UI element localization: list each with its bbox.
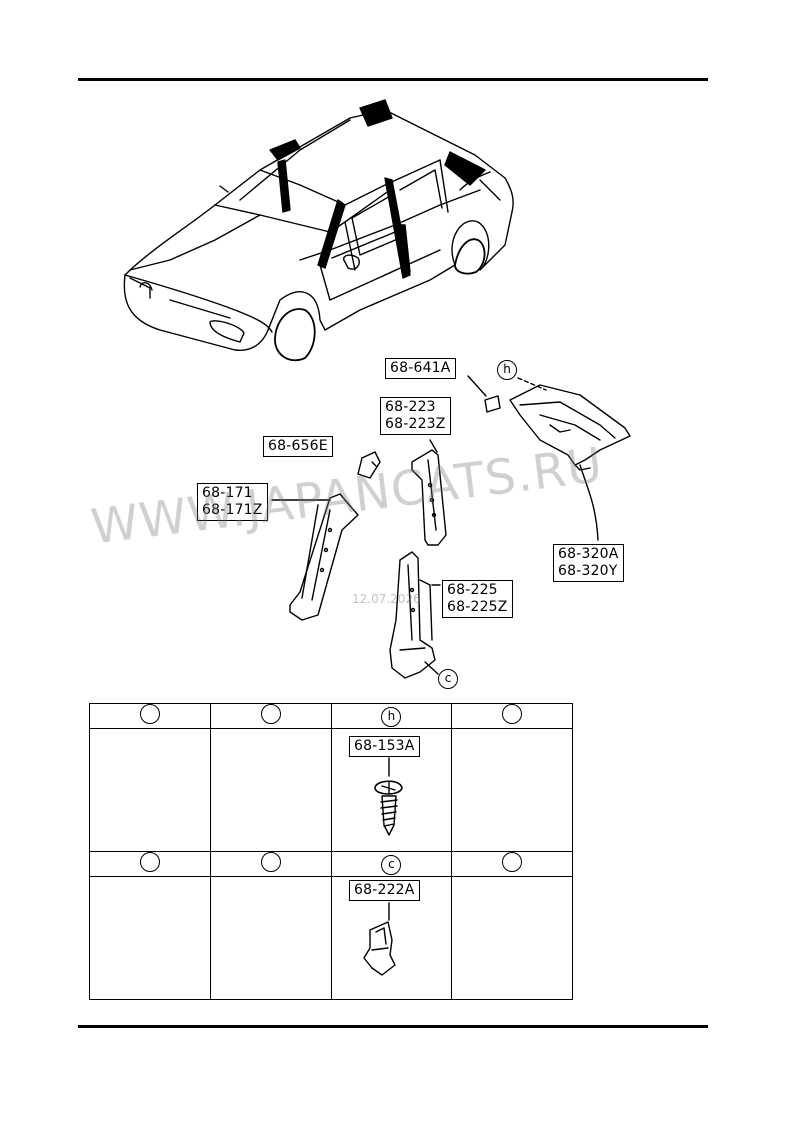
fastener-table: h c <box>89 703 573 1000</box>
table-header-cell <box>209 851 332 877</box>
table-header-cell <box>209 703 332 729</box>
table-cell <box>209 876 332 1000</box>
table-cell <box>451 876 573 1000</box>
table-cell <box>209 728 332 852</box>
car-illustration <box>123 109 514 362</box>
table-cell <box>89 876 211 1000</box>
table-header-cell <box>451 703 573 729</box>
table-header-cell <box>451 851 573 877</box>
label-68-656E: 68-656E <box>263 436 333 457</box>
label-68-153A: 68-153A <box>349 736 420 757</box>
table-cell <box>451 728 573 852</box>
highlighted-trim <box>269 99 486 279</box>
bottom-rule <box>78 1025 708 1028</box>
date-stamp: 12.07.2026 <box>352 592 421 606</box>
top-rule <box>78 78 708 81</box>
callout-h: h <box>497 360 517 380</box>
table-header-cell <box>89 851 211 877</box>
table-cell <box>89 728 211 852</box>
table-header-cell: h <box>330 703 453 729</box>
label-68-641A: 68-641A <box>385 358 456 379</box>
table-header-cell <box>89 703 211 729</box>
label-68-222A: 68-222A <box>349 880 420 901</box>
callout-c: c <box>438 669 458 689</box>
table-header-cell: c <box>330 851 453 877</box>
